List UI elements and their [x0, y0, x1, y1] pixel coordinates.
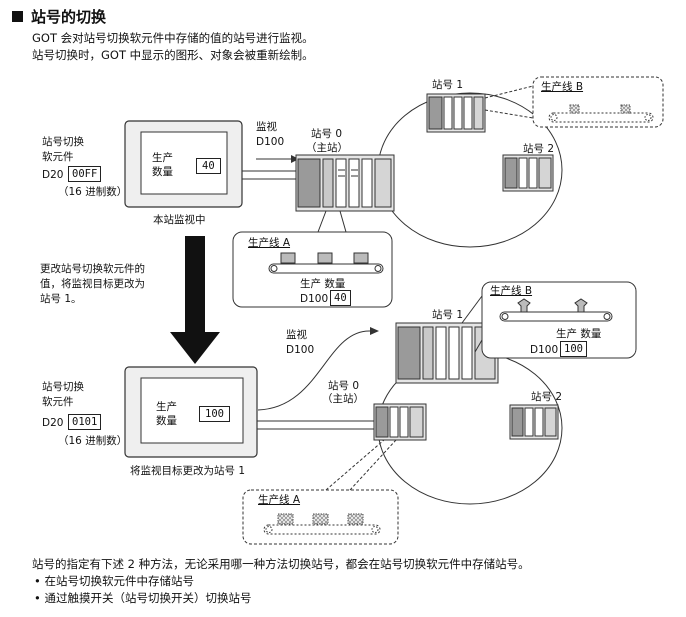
bottom-lineB-value: 100 — [560, 341, 587, 357]
bottom-lineB-qty: 生产 数量 — [556, 328, 602, 340]
top-monitor-2: D100 — [256, 136, 285, 148]
plc-station2-top — [502, 154, 554, 192]
middle-note-3: 站号 1。 — [40, 293, 82, 305]
plc-station0-top — [295, 154, 395, 212]
top-lineB: 生产线 B — [541, 81, 584, 93]
plc-station0-bottom — [373, 403, 427, 441]
transition-arrow-head — [170, 332, 220, 364]
top-screen-value: 40 — [196, 158, 221, 174]
footer-bullet-2: • 通过触摸开关（站号切换开关）切换站号 — [34, 591, 252, 605]
middle-note-2: 值，将监视目标更改为 — [40, 278, 145, 290]
top-station1: 站号 1 — [432, 79, 464, 91]
top-lineA-value: 40 — [330, 290, 351, 306]
top-lineA-addr: D100 — [300, 293, 329, 305]
top-station0-2: （主站） — [306, 142, 348, 154]
intro-line-1: GOT 会对站号切换软元件中存储的值的站号进行监视。 — [32, 31, 314, 45]
bottom-device-label-2: 软元件 — [42, 396, 74, 408]
bottom-device-value: 0101 — [68, 414, 102, 430]
top-screen-label-1: 生产 — [152, 152, 173, 164]
bottom-caption: 将监视目标更改为站号 1 — [130, 465, 246, 477]
page-title-text: 站号的切换 — [31, 8, 107, 26]
square-bullet-icon — [12, 11, 23, 22]
bottom-station0-1: 站号 0 — [328, 380, 360, 392]
bottom-monitor-2: D100 — [286, 344, 315, 356]
top-device-addr: D20 — [42, 169, 64, 181]
top-device-label-1: 站号切换 — [42, 136, 84, 148]
plc-station1-top — [426, 93, 486, 133]
bottom-device-label-1: 站号切换 — [42, 381, 84, 393]
middle-note-1: 更改站号切换软元件的 — [40, 263, 145, 275]
top-device-label-2: 软元件 — [42, 151, 74, 163]
footer-bullet-2-text: 通过触摸开关（站号切换开关）切换站号 — [44, 591, 252, 605]
top-monitor-1: 监视 — [256, 121, 277, 133]
bottom-screen-label-2: 数量 — [156, 415, 177, 427]
top-lineA: 生产线 A — [248, 237, 291, 249]
top-station0-1: 站号 0 — [311, 128, 343, 140]
top-device-note: （16 进制数） — [58, 186, 128, 198]
bottom-lineB: 生产线 B — [490, 285, 533, 297]
bottom-lineA: 生产线 A — [258, 494, 301, 506]
bottom-device-note: （16 进制数） — [58, 435, 128, 447]
top-device-value: 00FF — [68, 166, 102, 182]
page-title: 站号的切换 — [12, 6, 106, 27]
transition-arrow-shaft — [185, 236, 205, 334]
top-lineA-qty: 生产 数量 — [300, 278, 346, 290]
bottom-screen-label-1: 生产 — [156, 401, 177, 413]
plc-station2-bottom — [509, 404, 559, 440]
bottom-station1: 站号 1 — [432, 309, 464, 321]
top-station2: 站号 2 — [523, 143, 555, 155]
bottom-lineB-addr: D100 — [530, 344, 559, 356]
footer-bullet-1: • 在站号切换软元件中存储站号 — [34, 574, 194, 588]
bottom-station2: 站号 2 — [531, 391, 563, 403]
bottom-station0-2: （主站） — [322, 393, 364, 405]
bottom-device-addr: D20 — [42, 417, 64, 429]
footer-bullet-1-text: 在站号切换软元件中存储站号 — [44, 574, 194, 588]
top-caption: 本站监视中 — [153, 214, 206, 226]
top-screen-label-2: 数量 — [152, 166, 173, 178]
intro-line-2: 站号切换时，GOT 中显示的图形、对象会被重新绘制。 — [32, 48, 314, 62]
footer-text: 站号的指定有下述 2 种方法，无论采用哪一种方法切换站号，都会在站号切换软元件中… — [32, 557, 530, 571]
bottom-screen-value: 100 — [199, 406, 230, 422]
bottom-monitor-1: 监视 — [286, 329, 307, 341]
